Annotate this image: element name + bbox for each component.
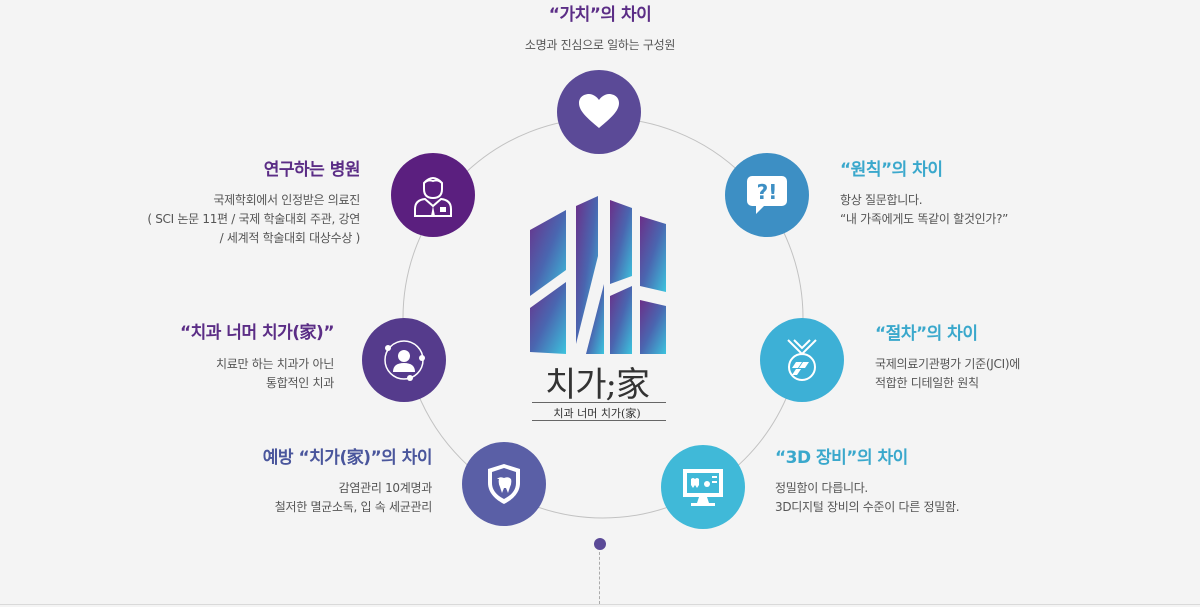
research-node (391, 153, 475, 237)
logo-mark (530, 196, 666, 354)
procedure-node (760, 318, 844, 402)
orbit-person-icon (384, 340, 425, 381)
research-title: 연구하는 병원 (263, 160, 361, 180)
procedure-desc: 국제의료기관평가 기준(JCI)에 적합한 디테일한 원칙 (875, 357, 1020, 390)
equipment-node (661, 445, 745, 529)
bottom-divider (0, 604, 1200, 605)
logo-rule-top (532, 402, 666, 403)
research-desc: 국제학회에서 인정받은 의료진 ( SCI 논문 11편 / 국제 학술대회 주… (147, 193, 360, 245)
beyond-desc: 치료만 하는 치과가 아닌 통합적인 치과 (216, 357, 334, 390)
principle-desc: 항상 질문합니다. “내 가족에게도 똑같이 할것인가?” (840, 193, 1009, 226)
equipment-title: “3D 장비”의 차이 (775, 448, 908, 468)
monitor-icon (683, 469, 723, 506)
doctor-icon (414, 177, 452, 217)
heart-icon (579, 94, 619, 128)
pin-line (599, 552, 600, 604)
beyond-title: “치과 너머 치가(家)” (179, 323, 335, 343)
pin-dot (594, 538, 606, 550)
value-node (557, 70, 641, 154)
value-title: “가치”의 차이 (548, 5, 652, 25)
medal-icon (787, 339, 817, 381)
procedure-title: “절차”의 차이 (875, 324, 978, 344)
tooth-shield-icon (488, 464, 520, 504)
equipment-desc: 정밀함이 다릅니다. 3D디지털 장비의 수준이 다른 정밀함. (775, 481, 960, 514)
logo-subtext: 치과 너머 치가(家) (553, 407, 641, 420)
prevention-desc: 감염관리 10계명과 철저한 멸균소독, 입 속 세균관리 (274, 481, 433, 514)
principle-node: ?! (725, 153, 809, 237)
logo-text: 치가;家 (544, 365, 650, 405)
prevention-node (462, 442, 546, 526)
prevention-title: 예방 “치가(家)”의 차이 (262, 448, 433, 468)
beyond-node (362, 318, 446, 402)
principle-title: “원칙”의 차이 (840, 160, 943, 180)
question-exclamation-icon: ?! (747, 176, 787, 214)
svg-text:?!: ?! (757, 180, 778, 204)
logo-rule-bottom (532, 420, 666, 421)
value-desc: 소명과 진심으로 일하는 구성원 (524, 38, 676, 52)
